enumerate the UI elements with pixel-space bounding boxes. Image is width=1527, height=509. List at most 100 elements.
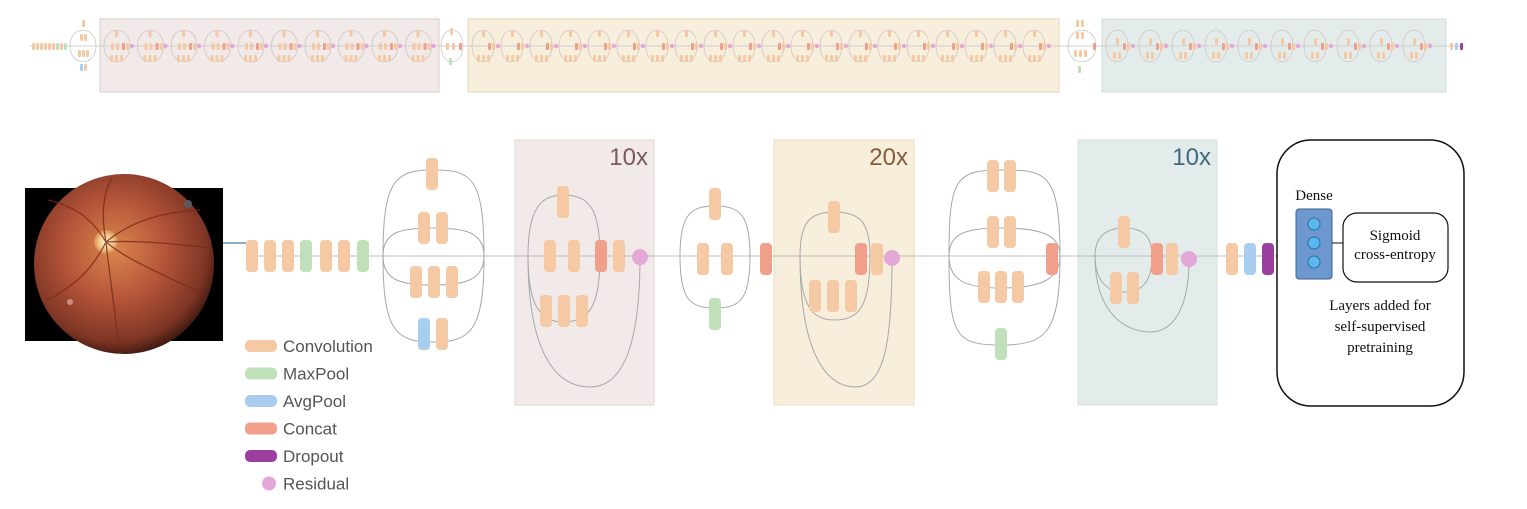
overview-residual-node [582, 43, 588, 49]
overview-convolution-layer [349, 55, 353, 62]
dense-neuron [1307, 217, 1321, 231]
convolution-layer [264, 240, 276, 272]
legend-avgpool-label: AvgPool [283, 392, 346, 411]
overview-concat-layer [1039, 43, 1042, 50]
overview-convolution-layer [1344, 52, 1347, 59]
overview-convolution-layer [1245, 52, 1248, 59]
legend-maxpool-label: MaxPool [283, 365, 349, 384]
overview-convolution-layer [1160, 43, 1163, 50]
overview-convolution-layer [864, 55, 867, 62]
overview-convolution-layer [598, 30, 601, 37]
overview-concat-layer [1255, 43, 1258, 50]
overview-convolution-layer [177, 55, 180, 62]
overview-convolution-layer [40, 43, 43, 50]
overview-convolution-layer [738, 55, 741, 62]
overview-strip [30, 18, 1464, 93]
overview-convolution-layer [1118, 52, 1121, 59]
overview-concat-layer [1354, 43, 1357, 50]
overview-residual-node [611, 43, 617, 49]
overview-residual-node [1361, 43, 1367, 49]
overview-convolution-layer [427, 43, 431, 50]
convolution-layer [809, 280, 821, 312]
loss-label-line1: Sigmoid [1370, 228, 1421, 244]
overview-convolution-layer [743, 30, 746, 37]
overview-convolution-layer [383, 30, 386, 37]
overview-residual-node [230, 43, 235, 49]
convolution-layer [1226, 243, 1238, 275]
overview-concat-layer [1222, 43, 1225, 50]
concat-layer [1151, 243, 1163, 275]
overview-convolution-layer [685, 30, 688, 37]
convolution-layer [987, 216, 999, 248]
overview-residual-node [263, 43, 269, 49]
overview-convolution-layer [1033, 55, 1036, 62]
overview-residual-node [431, 43, 436, 49]
overview-convolution-layer [1004, 30, 1007, 37]
overview-convolution-layer [360, 43, 364, 50]
convolution-layer [828, 201, 840, 233]
overview-convolution-layer [1151, 52, 1154, 59]
overview-concat-layer [981, 43, 984, 50]
layer-marks [246, 158, 1274, 360]
convolution-layer [709, 188, 721, 220]
overview-convolution-layer [888, 30, 891, 37]
overview-convolution-layer [159, 43, 163, 50]
overview-convolution-layer [1074, 50, 1077, 57]
overview-concat-layer [459, 43, 462, 50]
overview-convolution-layer [685, 55, 688, 62]
overview-residual-node [872, 43, 878, 49]
overview-residual-node [785, 43, 791, 49]
overview-convolution-layer [550, 43, 553, 50]
overview-convolution-layer [1113, 52, 1116, 59]
overview-concat-layer [894, 43, 897, 50]
overview-convolution-layer [321, 55, 324, 62]
overview-convolution-layer [1014, 43, 1017, 50]
overview-convolution-layer [1079, 50, 1082, 57]
overview-convolution-layer [311, 55, 314, 62]
overview-convolution-layer [283, 43, 287, 50]
overview-convolution-layer [349, 30, 353, 37]
overview-concat-layer [356, 43, 360, 50]
overview-convolution-layer [883, 55, 886, 62]
overview-convolution-layer [656, 30, 659, 37]
convolution-layer [410, 266, 422, 298]
overview-convolution-layer [1424, 43, 1427, 50]
overview-concat-layer [1321, 43, 1324, 50]
pretraining-note-line2: self-supervised [1335, 319, 1426, 335]
convolution-layer [1110, 272, 1122, 304]
overview-convolution-layer [293, 43, 297, 50]
convolution-layer [246, 240, 258, 272]
overview-residual-node [698, 43, 704, 49]
overview-convolution-layer [922, 55, 925, 62]
convolution-layer [282, 240, 294, 272]
overview-concat-layer [1420, 43, 1423, 50]
legend-residual-label: Residual [283, 475, 349, 494]
overview-convolution-layer [748, 55, 751, 62]
overview-convolution-layer [210, 55, 214, 62]
overview-concat-layer [256, 43, 259, 50]
overview-residual-node [1163, 43, 1169, 49]
overview-convolution-layer [661, 55, 664, 62]
pretraining-note-line1: Layers added for [1329, 298, 1431, 314]
overview-convolution-layer [1311, 52, 1314, 59]
overview-residual-node [843, 43, 849, 49]
overview-convolution-layer [724, 43, 727, 50]
overview-convolution-layer [859, 55, 862, 62]
overview-concat-layer [865, 43, 868, 50]
overview-convolution-layer [1028, 55, 1031, 62]
overview-convolution-layer [60, 43, 63, 50]
overview-convolution-layer [287, 55, 291, 62]
overview-convolution-layer [569, 30, 572, 37]
overview-convolution-layer [801, 30, 804, 37]
convolution-layer [320, 240, 332, 272]
concat-layer [595, 240, 607, 272]
legend-concat-label: Concat [283, 420, 337, 439]
convolution-layer [338, 240, 350, 272]
overview-convolution-layer [840, 43, 843, 50]
overview-convolution-layer [946, 30, 949, 37]
overview-convolution-layer [772, 55, 775, 62]
overview-convolution-layer [183, 43, 186, 50]
overview-concat-layer [778, 43, 781, 50]
overview-convolution-layer [574, 55, 577, 62]
overview-convolution-layer [1215, 38, 1218, 45]
